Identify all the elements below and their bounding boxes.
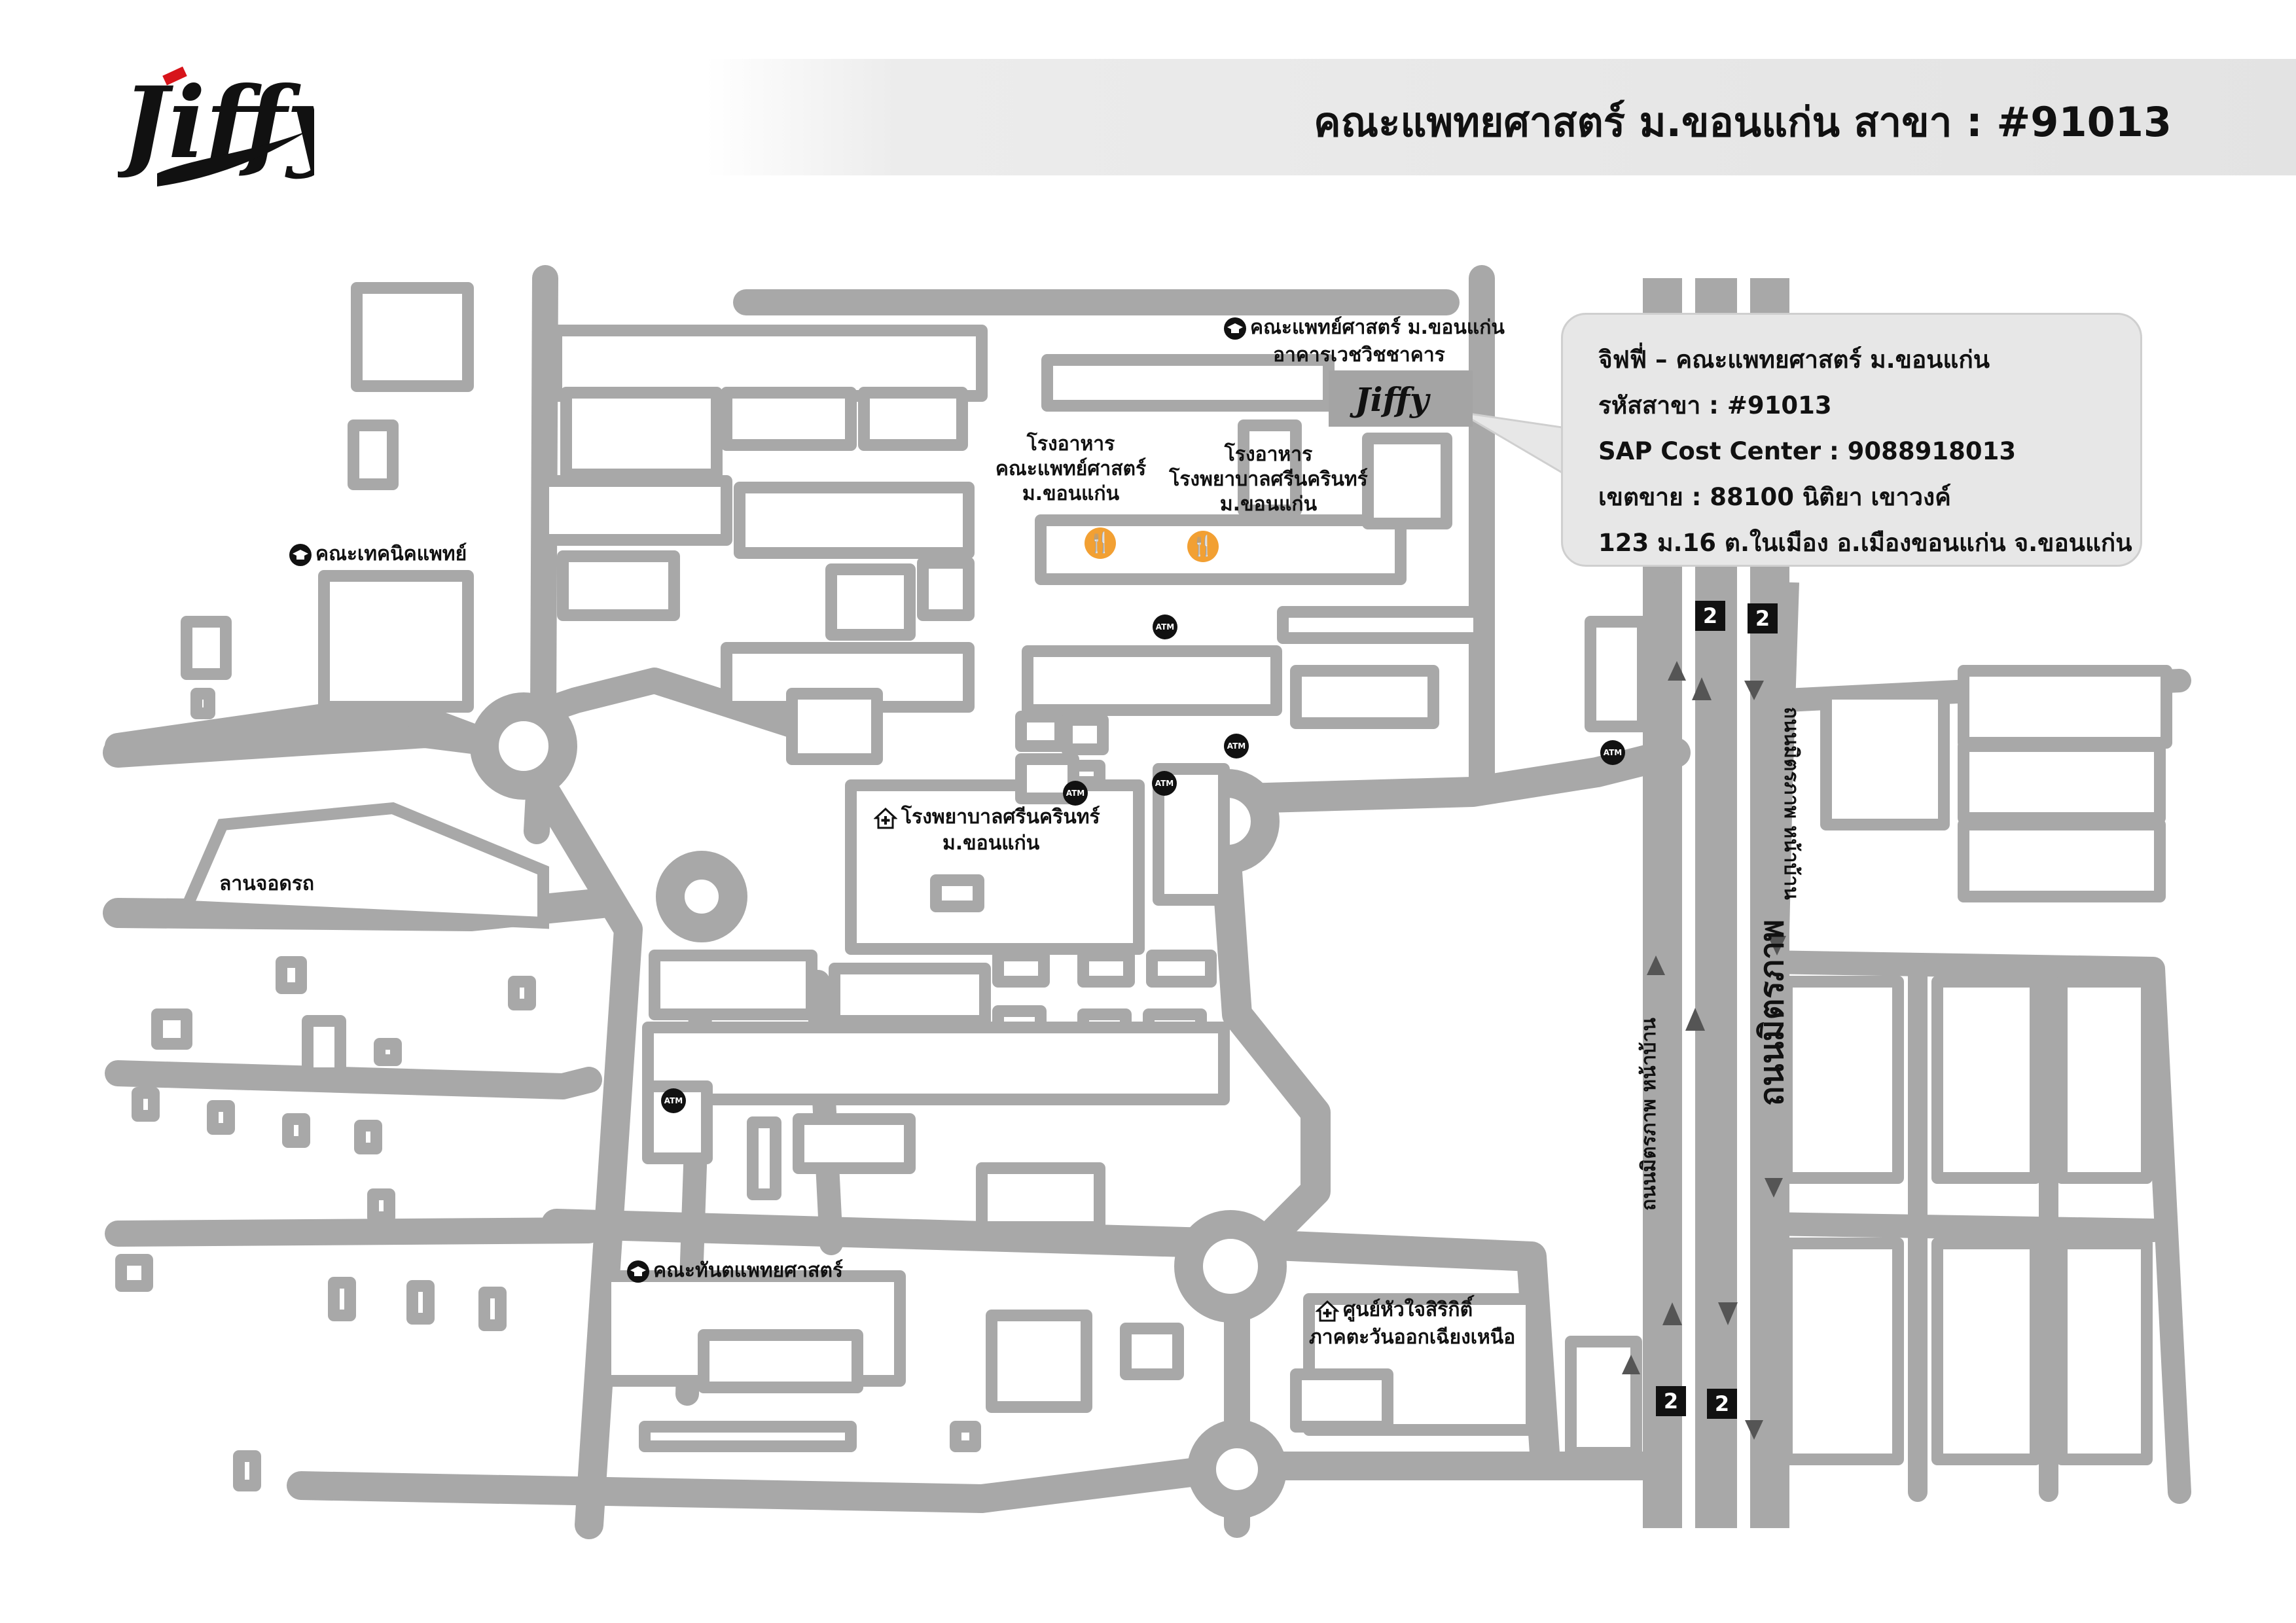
- atm-icon: ATM: [1224, 734, 1249, 758]
- road-label-frontage-right: ถนนมิตรภาพ หน้าบ้าน: [1780, 707, 1803, 900]
- branch-address: 123 ม.16 ต.ในเมือง อ.เมืองขอนแก่น จ.ขอนแ…: [1598, 529, 2132, 557]
- hospital-icon: [874, 807, 897, 829]
- page-title: คณะแพทยศาสตร์ ม.ขอนแก่น สาขา : #91013: [1314, 98, 2172, 146]
- label-parking: ลานจอดรถ: [219, 872, 315, 895]
- graduation-cap-icon: [289, 543, 312, 566]
- fork-knife-icon: 🍴: [1085, 527, 1116, 559]
- branch-info-box: จิฟฟี่ – คณะแพทยศาสตร์ ม.ขอนแก่น รหัสสาข…: [1561, 313, 2142, 567]
- graduation-cap-icon: [1224, 317, 1246, 340]
- label-hospital: โรงพยาบาลศรีนครินทร์: [874, 805, 1100, 830]
- label-med-building: อาคารเวชวิชชาคาร: [1273, 344, 1445, 366]
- atm-icon: ATM: [661, 1088, 686, 1113]
- label-heart-center: ศูนย์หัวใจสิริกิติ์: [1316, 1298, 1473, 1323]
- jiffy-logo: Jiffy: [118, 65, 314, 187]
- graduation-cap-icon: [627, 1260, 649, 1283]
- parking-lot: [184, 802, 549, 929]
- atm-icon: ATM: [1600, 740, 1625, 765]
- fork-knife-icon: 🍴: [1187, 531, 1219, 562]
- label-dental-faculty: คณะทันตแพทยศาสตร์: [627, 1258, 843, 1283]
- jiffy-location-marker[interactable]: Jiffy: [1329, 370, 1473, 427]
- label-hospital-line2: ม.ขอนแก่น: [942, 832, 1040, 855]
- atm-icon: ATM: [1063, 781, 1088, 806]
- atm-icon: ATM: [1152, 771, 1177, 796]
- road-label-frontage-left: ถนนมิตรภาพ หน้าบ้าน: [1638, 1018, 1660, 1211]
- svg-text:Jiffy: Jiffy: [1350, 380, 1431, 419]
- highway-2-marker: 2: [1707, 1389, 1737, 1419]
- sales-area: เขตขาย : 88100 นิติยา เขาวงค์: [1598, 483, 1951, 511]
- road-label-mittraphap: ถนนมิตรภาพ: [1753, 919, 1791, 1106]
- branch-name: จิฟฟี่ – คณะแพทยศาสตร์ ม.ขอนแก่น: [1598, 346, 1990, 374]
- highway-2-marker: 2: [1656, 1386, 1686, 1416]
- label-canteen-med: โรงอาหาร คณะแพทย์ศาสตร์ ม.ขอนแก่น: [995, 433, 1147, 505]
- branch-code: รหัสสาขา : #91013: [1598, 391, 1832, 419]
- jiffy-mini-logo: Jiffy: [1350, 380, 1431, 419]
- highway-2-marker: 2: [1695, 601, 1725, 631]
- atm-icon: ATM: [1153, 615, 1177, 639]
- header-band: [707, 59, 2296, 175]
- hospital-icon: [1316, 1300, 1339, 1321]
- label-med-faculty: คณะแพทย์ศาสตร์ ม.ขอนแก่น: [1224, 315, 1505, 340]
- label-heart-center-line2: ภาคตะวันออกเฉียงเหนือ: [1309, 1326, 1516, 1349]
- label-canteen-hospital: โรงอาหาร โรงพยาบาลศรีนครินทร์ ม.ขอนแก่น: [1169, 443, 1368, 516]
- label-tech-faculty: คณะเทคนิคแพทย์: [289, 542, 467, 567]
- highway-2-marker: 2: [1748, 603, 1778, 633]
- sap-cost-center: SAP Cost Center : 9088918013: [1598, 437, 2017, 465]
